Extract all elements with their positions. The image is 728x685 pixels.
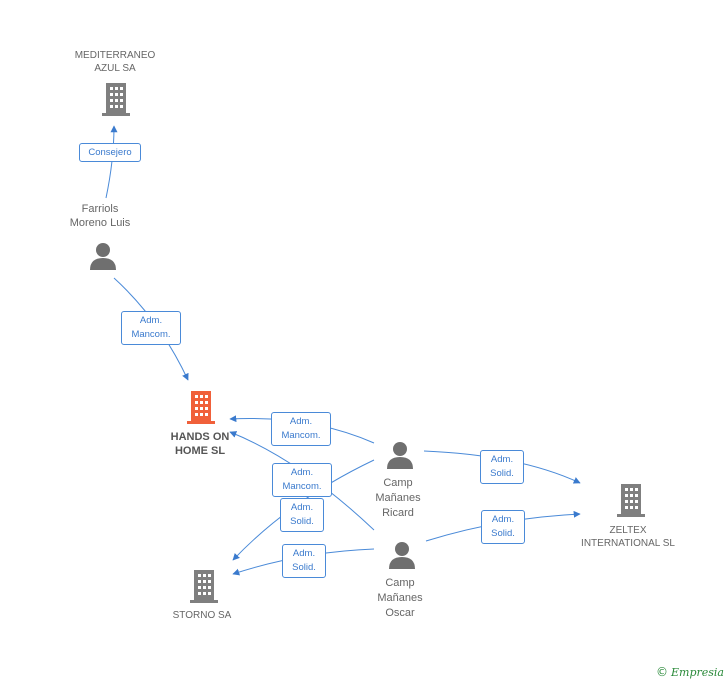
relation-label: Mancom. [281, 430, 321, 441]
relation-box-oscar-hands[interactable]: Adm. Mancom. [272, 463, 332, 497]
relation-label: Mancom. [282, 481, 322, 492]
label-line: Mañanes [377, 592, 423, 604]
label-line: Ricard [382, 507, 414, 519]
label-line: Camp [385, 577, 415, 589]
relation-label: Adm. [139, 315, 163, 326]
node-label-camp-oscar[interactable]: Camp Mañanes Oscar [360, 576, 440, 621]
brand-footer[interactable]: ©Empresia [656, 665, 724, 679]
building-icon[interactable] [617, 484, 645, 517]
node-label-camp-ricard[interactable]: Camp Mañanes Ricard [358, 476, 438, 521]
relation-label: Consejero [88, 146, 132, 158]
relation-label: Adm. [289, 416, 313, 427]
node-label-hands-on[interactable]: HANDS ON HOME SL [150, 430, 250, 458]
relation-label: Adm. [491, 514, 515, 525]
node-label-storno[interactable]: STORNO SA [160, 609, 244, 622]
person-icon[interactable] [387, 442, 413, 469]
node-label-zeltex[interactable]: ZELTEX INTERNATIONAL SL [568, 524, 688, 550]
edge-farriols-mediterraneo [105, 125, 118, 199]
building-icon[interactable] [187, 391, 215, 424]
relation-label: Adm. [290, 467, 314, 478]
relation-label: Solid. [292, 562, 316, 573]
node-label-mediterraneo[interactable]: MEDITERRANEO AZUL SA [60, 49, 170, 75]
relation-box-ricard-hands[interactable]: Adm. Mancom. [271, 412, 331, 446]
label-line: ZELTEX [609, 525, 647, 536]
label-line: HANDS ON [170, 431, 230, 443]
building-icon[interactable] [190, 570, 218, 603]
label-line: Oscar [385, 607, 415, 619]
relation-box-ricard-zeltex[interactable]: Adm. Solid. [480, 450, 524, 484]
label-line: AZUL SA [94, 63, 136, 74]
label-line: Moreno Luis [69, 217, 131, 229]
label-line: INTERNATIONAL SL [581, 538, 675, 549]
relation-box-oscar-zeltex[interactable]: Adm. Solid. [481, 510, 525, 544]
label-line: Mañanes [375, 492, 421, 504]
relation-box-ricard-storno[interactable]: Adm. Solid. [280, 498, 324, 532]
label-line: MEDITERRANEO [74, 50, 156, 61]
relation-box-oscar-storno[interactable]: Adm. Solid. [282, 544, 326, 578]
relation-label: Adm. [292, 548, 316, 559]
brand-name: Empresia [671, 666, 724, 679]
relation-label: Solid. [491, 528, 515, 539]
relation-label: Adm. [490, 454, 514, 465]
building-icon[interactable] [102, 83, 130, 116]
label-line: Camp [383, 477, 413, 489]
relation-box-consejero[interactable]: Consejero [79, 143, 141, 162]
relation-label: Solid. [290, 516, 314, 527]
relation-label: Mancom. [131, 329, 171, 340]
person-icon[interactable] [389, 542, 415, 569]
person-icon[interactable] [90, 243, 116, 270]
node-label-farriols[interactable]: Farriols Moreno Luis [50, 202, 150, 230]
label-line: Farriols [81, 203, 119, 215]
relation-label: Solid. [490, 468, 514, 479]
label-line: HOME SL [174, 445, 226, 457]
label-line: STORNO SA [172, 610, 232, 621]
relation-label: Adm. [290, 502, 314, 513]
relation-box-farriols-hands[interactable]: Adm. Mancom. [121, 311, 181, 345]
copyright-icon: © [656, 665, 668, 679]
